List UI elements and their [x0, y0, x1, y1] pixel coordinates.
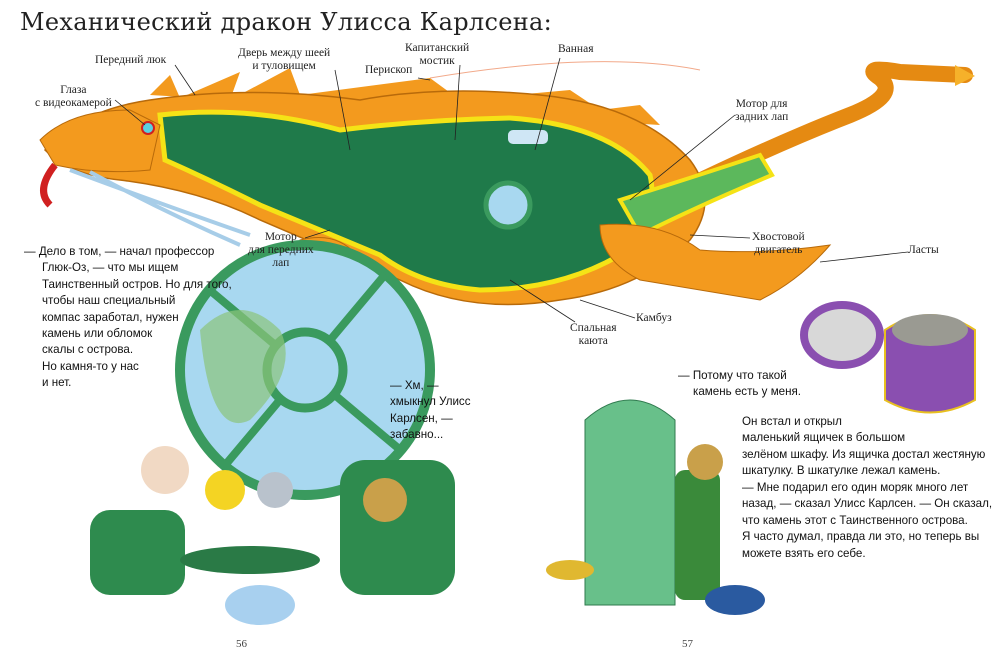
label-periscope: Перископ: [365, 64, 413, 76]
large-porthole-window: [175, 240, 435, 500]
dragon-whiskers: [69, 168, 251, 247]
green-cabinet: [584, 399, 676, 606]
bathtub: [508, 130, 548, 144]
label-bathroom: Ванная: [558, 43, 594, 55]
dragon-illustration: [39, 61, 975, 321]
label-galley: Камбуз: [636, 312, 672, 324]
label-front-hatch: Передний люк: [95, 54, 167, 66]
rear-flipper: [599, 223, 832, 301]
label-leader-lines: [114, 57, 909, 323]
character-professor: [141, 446, 189, 494]
tail-engine: [617, 152, 775, 238]
left-scene-furniture: [90, 446, 455, 625]
dragon-tongue: [40, 162, 58, 208]
table: [180, 546, 320, 574]
page-number-right: 57: [682, 638, 693, 647]
page-title: Механический дракон Улисса Карлсена:: [20, 8, 553, 36]
tail-arrow: [955, 65, 975, 86]
character-captain: [363, 478, 407, 522]
interior-porthole: [483, 180, 533, 230]
armchair-right: [340, 460, 455, 595]
page-number-left: 56: [236, 638, 247, 647]
armchair-left: [90, 510, 185, 595]
stool: [546, 560, 594, 580]
captain-figure: [675, 470, 720, 600]
blue-cushion: [705, 585, 765, 615]
label-flippers: Ласты: [908, 244, 939, 256]
right-scene: [546, 301, 976, 615]
dragon-head: [39, 109, 161, 173]
stone: [892, 314, 968, 346]
tin-box-lid: [800, 301, 884, 369]
character-cat: [205, 470, 245, 510]
character-mouse: [257, 472, 293, 508]
teapot: [225, 585, 295, 625]
